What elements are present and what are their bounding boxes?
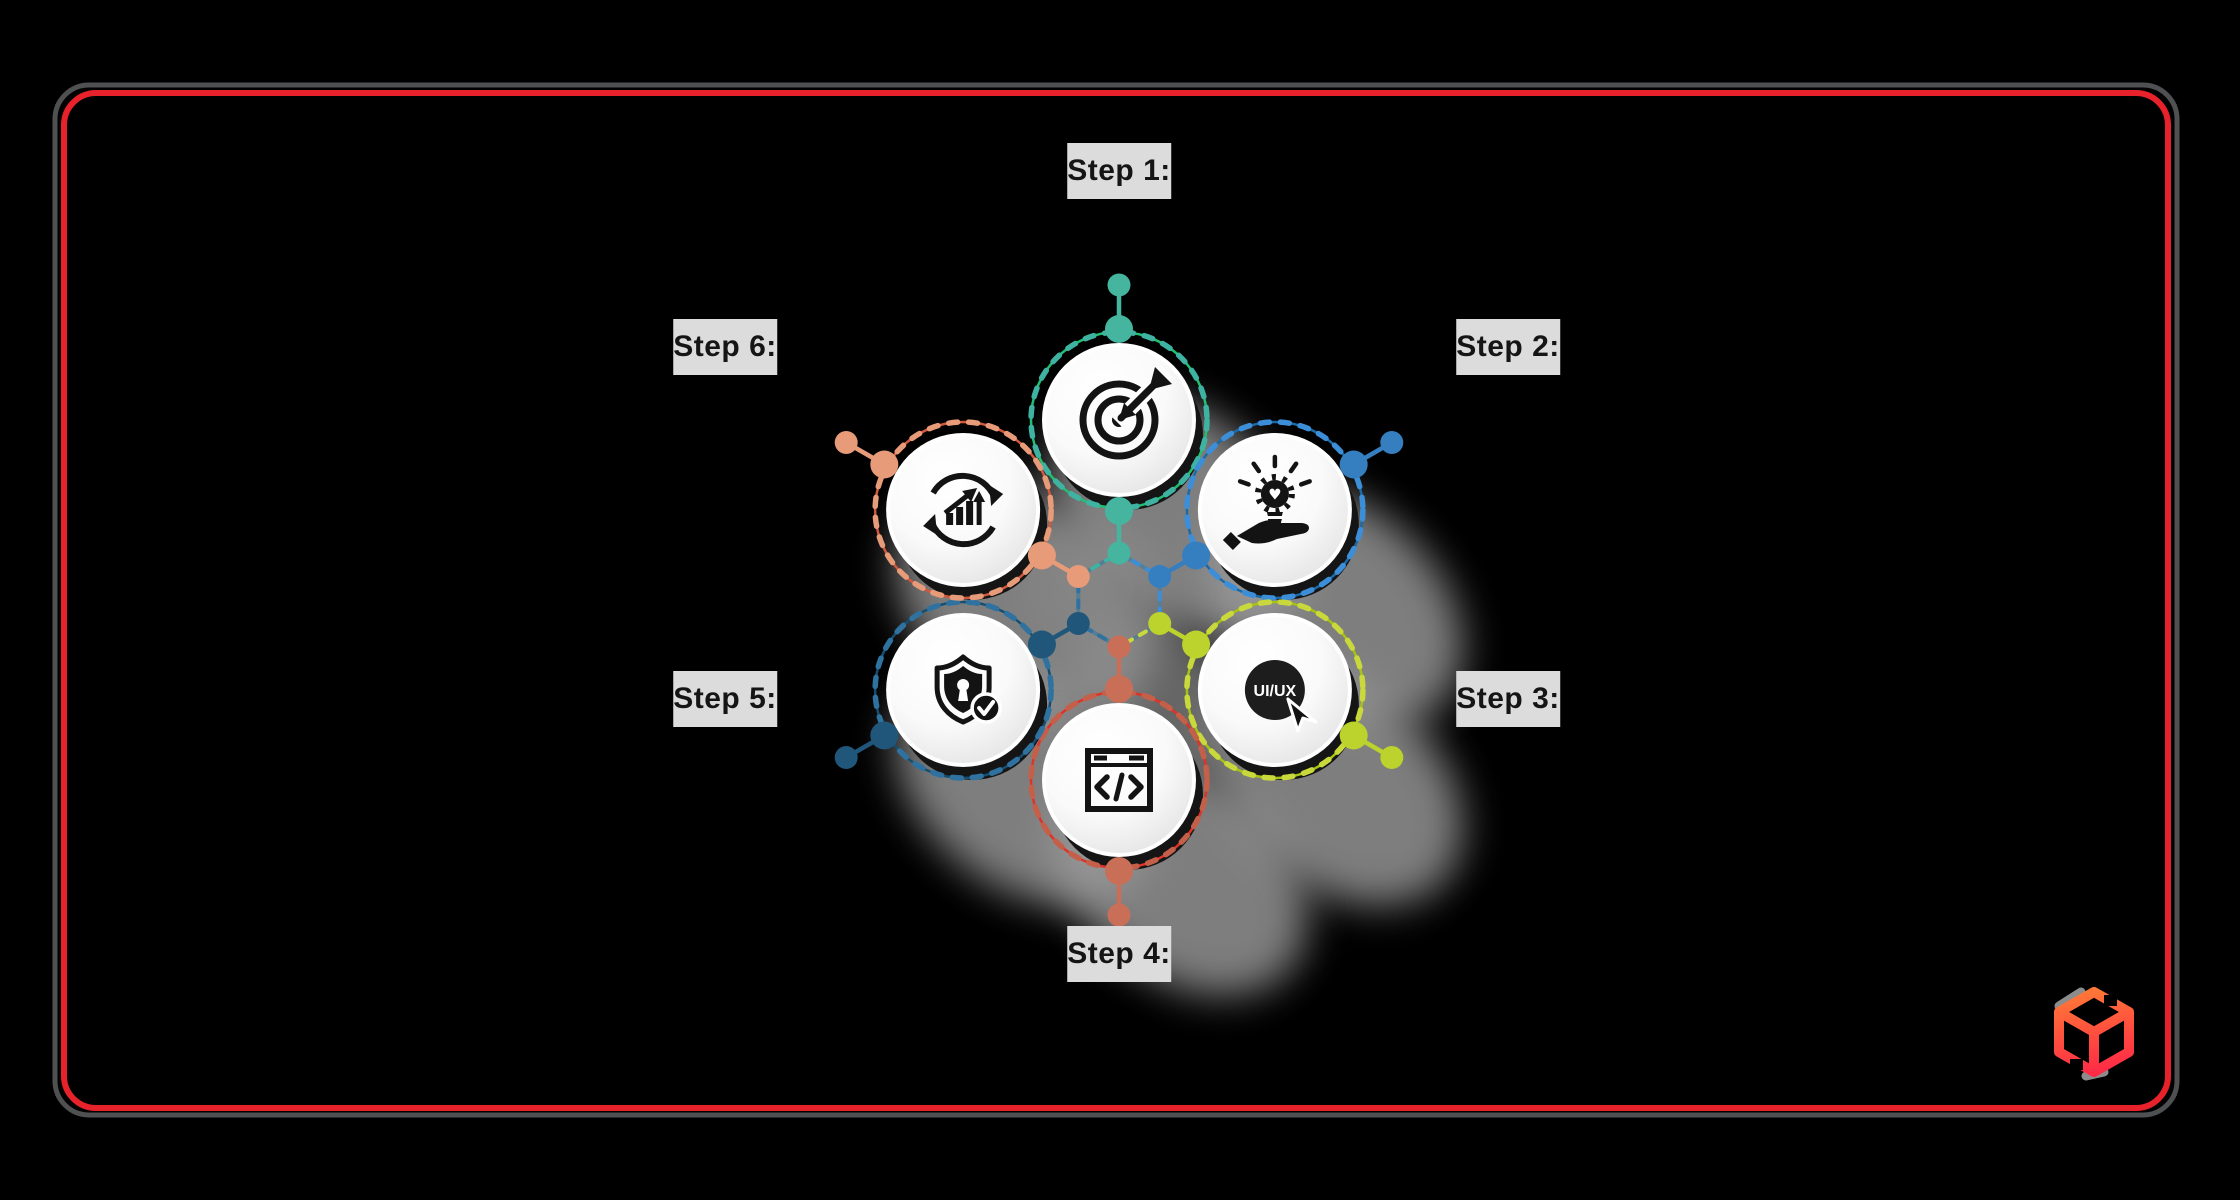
step-6-circle [872, 419, 1054, 601]
node-dots [834, 273, 1404, 927]
ring-node-dot [1339, 450, 1368, 479]
step-5-circle [872, 599, 1054, 781]
circle-face [890, 437, 1037, 583]
ring-node-dot [870, 450, 899, 479]
ring-node-dot [1182, 541, 1211, 570]
shield-check-icon [934, 654, 1002, 725]
red-border-frame [61, 90, 2171, 1111]
hexagon-vertex-dot [1148, 612, 1172, 635]
step-circles-network: ♥ UI/UX [834, 273, 1464, 996]
center-shadow [1020, 520, 1180, 660]
idea-hand-icon: ♥ [1222, 454, 1312, 550]
svg-text:UI/UX: UI/UX [1254, 683, 1297, 700]
step-2-circle: ♥ [1184, 419, 1366, 601]
step-4-circle [1028, 689, 1210, 871]
stem-end-dot [1107, 273, 1131, 297]
stem-end-dot [834, 746, 858, 769]
step-2-label: Step 2: [1456, 319, 1560, 375]
ring-dashed [1184, 419, 1366, 601]
step-6-label: Step 6: [673, 319, 777, 375]
step-1-label: Step 1: [1067, 143, 1171, 199]
ring-node-dot [1339, 721, 1368, 750]
ring-node-dot [1105, 315, 1133, 343]
cube-logo-gap [2070, 1059, 2083, 1070]
cube-logo-top-face [2056, 1007, 2132, 1037]
ring-node-dot [1182, 630, 1211, 659]
ring-node-dot [1105, 675, 1133, 703]
ring-node-dot [1027, 541, 1056, 570]
stem-end-dot [834, 431, 858, 454]
cube-logo-gap [2104, 995, 2117, 1006]
ring-node-dot [1027, 630, 1056, 659]
ring-dashed [1184, 599, 1366, 781]
uiux-cursor-icon: UI/UX [1244, 660, 1318, 733]
stem-end-dot [1380, 746, 1404, 769]
target-arrow-icon [1079, 366, 1173, 460]
cube-logo-accent [2054, 987, 2086, 1011]
stem-end-dot [1380, 431, 1404, 454]
cube-logo [2054, 987, 2134, 1081]
ring-dashed [872, 599, 1054, 781]
step-5-label: Step 5: [673, 671, 777, 727]
step-3-label: Step 3: [1456, 671, 1560, 727]
growth-cycle-icon [923, 472, 1004, 548]
hexagon-vertex-dot [1066, 565, 1090, 588]
step-3-circle: UI/UX [1184, 599, 1366, 781]
ring-node-dot [1105, 497, 1133, 525]
step-1-circle [1028, 329, 1210, 511]
svg-text:♥: ♥ [1268, 486, 1281, 504]
frame-shadow [52, 82, 2180, 1118]
circle-face [1201, 437, 1348, 583]
hexagon-vertex-dot [1148, 565, 1172, 588]
ring-node-dot [1105, 857, 1133, 885]
step-4-label: Step 4: [1067, 926, 1171, 982]
code-window-icon [1085, 748, 1153, 812]
hexagon-vertex-dot [1107, 635, 1131, 659]
ring-node-dot [870, 721, 899, 750]
ring-dashed [872, 419, 1054, 601]
stem-end-dot [1107, 903, 1131, 927]
hexagon-vertex-dot [1107, 541, 1131, 565]
hexagon-vertex-dot [1066, 612, 1090, 635]
